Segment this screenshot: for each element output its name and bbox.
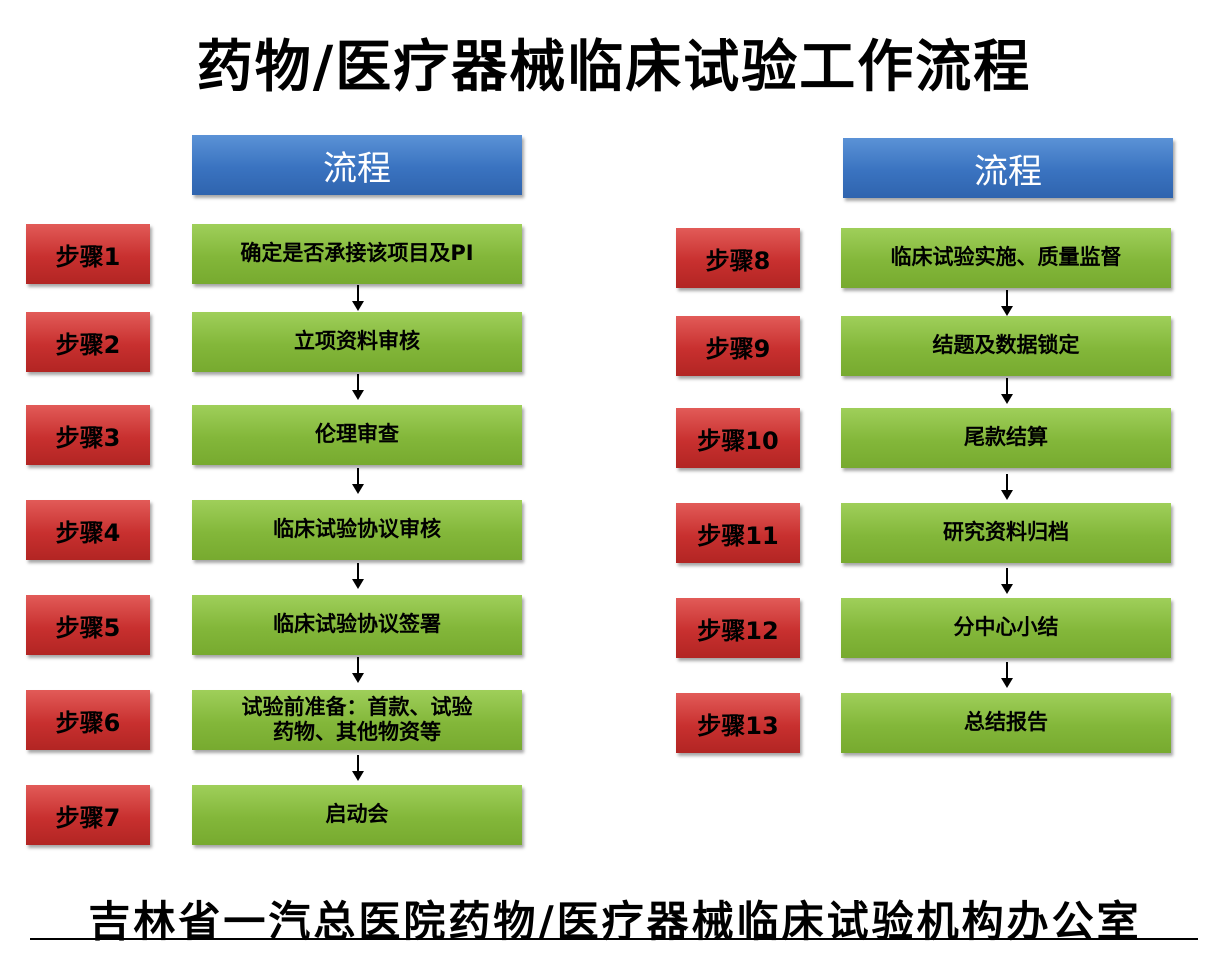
- arrow-down-icon: [352, 563, 364, 589]
- step-label-3: 步骤3: [26, 405, 150, 465]
- step-box-2: 立项资料审核: [192, 312, 522, 372]
- right-header: 流程: [843, 138, 1173, 198]
- arrow-down-icon: [352, 468, 364, 494]
- arrow-down-icon: [352, 755, 364, 781]
- step-label-10: 步骤10: [676, 408, 800, 468]
- arrow-down-icon: [352, 657, 364, 683]
- footer-divider: [30, 938, 1198, 940]
- page-title: 药物/医疗器械临床试验工作流程: [196, 35, 1032, 100]
- step-label-9: 步骤9: [676, 316, 800, 376]
- step-label-13: 步骤13: [676, 693, 800, 753]
- step-box-10: 尾款结算: [841, 408, 1171, 468]
- step-box-12: 分中心小结: [841, 598, 1171, 658]
- step-box-9: 结题及数据锁定: [841, 316, 1171, 376]
- step-label-6: 步骤6: [26, 690, 150, 750]
- arrow-down-icon: [1001, 568, 1013, 594]
- arrow-down-icon: [1001, 378, 1013, 404]
- step-label-2: 步骤2: [26, 312, 150, 372]
- step-label-5: 步骤5: [26, 595, 150, 655]
- step-box-3: 伦理审查: [192, 405, 522, 465]
- footer-organization: 吉林省一汽总医院药物/医疗器械临床试验机构办公室: [88, 897, 1142, 946]
- step-box-8: 临床试验实施、质量监督: [841, 228, 1171, 288]
- step-label-11: 步骤11: [676, 503, 800, 563]
- step-box-7: 启动会: [192, 785, 522, 845]
- arrow-down-icon: [1001, 290, 1013, 316]
- arrow-down-icon: [1001, 474, 1013, 500]
- step-label-4: 步骤4: [26, 500, 150, 560]
- arrow-down-icon: [352, 374, 364, 400]
- step-label-8: 步骤8: [676, 228, 800, 288]
- step-box-4: 临床试验协议审核: [192, 500, 522, 560]
- step-label-7: 步骤7: [26, 785, 150, 845]
- left-header: 流程: [192, 135, 522, 195]
- arrow-down-icon: [1001, 662, 1013, 688]
- step-label-1: 步骤1: [26, 224, 150, 284]
- step-box-13: 总结报告: [841, 693, 1171, 753]
- arrow-down-icon: [352, 285, 364, 311]
- step-box-5: 临床试验协议签署: [192, 595, 522, 655]
- step-box-1: 确定是否承接该项目及PI: [192, 224, 522, 284]
- step-box-6: 试验前准备：首款、试验药物、其他物资等: [192, 690, 522, 750]
- step-label-12: 步骤12: [676, 598, 800, 658]
- step-box-11: 研究资料归档: [841, 503, 1171, 563]
